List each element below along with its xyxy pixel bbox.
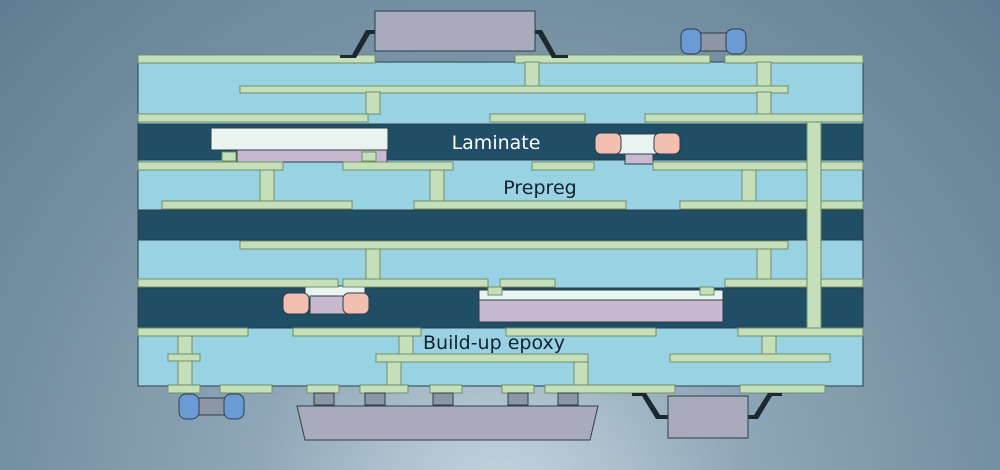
board-stack — [137, 54, 864, 394]
copper-traces — [137, 54, 864, 394]
bottom-chip — [632, 393, 782, 439]
trace — [644, 113, 864, 123]
bottom-bga-die — [296, 392, 599, 441]
trace — [652, 161, 864, 171]
bump — [364, 392, 386, 406]
trace — [365, 91, 381, 115]
trace — [489, 113, 586, 123]
pad — [342, 292, 370, 315]
laminate-core — [137, 209, 864, 241]
lead — [340, 30, 378, 58]
chip — [374, 10, 536, 52]
trace — [359, 384, 409, 394]
trace — [219, 384, 273, 394]
trace — [669, 353, 831, 363]
trace — [806, 121, 822, 329]
trace — [699, 286, 715, 296]
trace — [137, 161, 284, 171]
embedded-passive — [282, 285, 370, 315]
bump — [432, 392, 454, 406]
passive-end — [178, 393, 200, 420]
trace — [413, 200, 627, 210]
trace — [739, 384, 826, 394]
bump — [313, 392, 335, 406]
trace — [361, 151, 377, 162]
trace — [724, 278, 864, 288]
top-chip — [340, 10, 568, 58]
trace — [137, 113, 369, 123]
die-purple — [478, 299, 724, 323]
trace — [342, 161, 454, 171]
trace — [161, 200, 353, 210]
pad — [594, 132, 622, 155]
copper-vias — [177, 61, 822, 386]
trace — [167, 384, 201, 394]
bump — [557, 392, 579, 406]
embedded-passive — [594, 132, 681, 165]
die-purple — [236, 149, 388, 163]
trace — [514, 54, 711, 64]
trace — [306, 384, 340, 394]
passive-end — [725, 28, 747, 55]
trace — [531, 161, 595, 171]
trace — [679, 200, 864, 210]
trace — [761, 335, 777, 355]
embedded-die — [478, 289, 724, 323]
trace — [487, 286, 503, 296]
trace — [501, 384, 535, 394]
trace — [573, 361, 589, 386]
lead — [742, 393, 782, 419]
bottom-passive — [178, 393, 245, 420]
trace — [239, 85, 789, 94]
trace — [259, 169, 275, 202]
trace — [137, 54, 376, 64]
die-purple — [624, 153, 654, 165]
passive-end — [223, 393, 245, 420]
trace — [756, 61, 772, 87]
embedded-die — [210, 127, 389, 163]
trace — [342, 278, 489, 288]
bump — [507, 392, 529, 406]
trace — [737, 327, 864, 337]
trace — [724, 54, 864, 64]
trace — [137, 278, 339, 288]
pad — [653, 132, 681, 155]
prepreg-label: Prepreg — [503, 177, 576, 199]
trace — [756, 91, 772, 115]
passive-end — [680, 28, 702, 55]
die-light — [210, 127, 389, 151]
trace — [756, 248, 772, 280]
chip — [296, 405, 599, 441]
trace — [398, 335, 414, 355]
trace — [524, 61, 540, 87]
trace — [177, 360, 193, 386]
laminate-label: Laminate — [452, 132, 541, 154]
trace — [292, 327, 422, 337]
trace — [386, 361, 402, 386]
trace — [221, 151, 237, 162]
trace — [177, 335, 193, 355]
trace — [239, 240, 789, 250]
trace — [544, 384, 676, 394]
trace — [137, 327, 249, 337]
trace — [741, 169, 757, 202]
die-light — [478, 289, 724, 301]
trace — [167, 353, 201, 362]
pad — [282, 292, 310, 315]
trace — [375, 353, 589, 363]
trace — [429, 169, 445, 202]
trace — [505, 327, 657, 337]
trace — [365, 248, 381, 280]
trace — [499, 278, 556, 288]
lead — [632, 393, 672, 419]
trace — [429, 384, 463, 394]
top-passive — [680, 28, 747, 55]
buildup-epoxy-label: Build-up epoxy — [423, 332, 565, 354]
chip — [667, 395, 749, 439]
lead — [530, 30, 568, 58]
